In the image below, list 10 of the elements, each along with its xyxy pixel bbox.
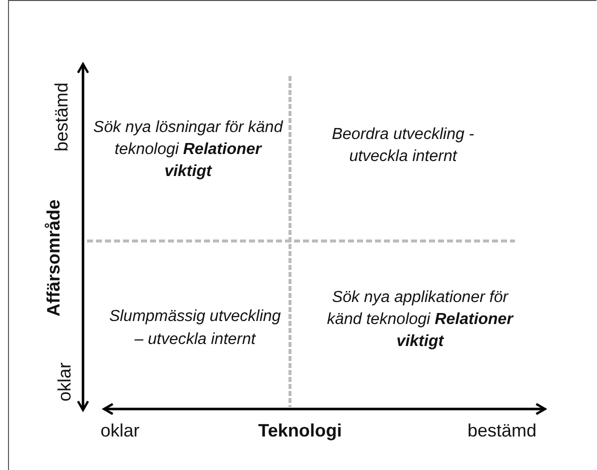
axis-end-label: bestämd — [466, 420, 538, 442]
axis-title: Affärsområde — [42, 198, 64, 319]
axis-end-label: oklar — [99, 420, 140, 442]
quadrant-text: Sök nya applikationer för känd teknologi Relationer viktigt — [326, 288, 515, 352]
axis-end-label: oklar — [54, 362, 76, 404]
axis-end-label: bestämd — [50, 81, 72, 154]
quadrant-text: Slumpmässig utveckling – utveckla internt — [108, 307, 282, 350]
axis-title: Teknologi — [257, 420, 343, 442]
quadrant-text: Sök nya lösningar för känd teknologi Relationer viktigt — [93, 118, 283, 182]
quadrant-text: Beordra utveckling - utveckla internt — [330, 125, 476, 167]
